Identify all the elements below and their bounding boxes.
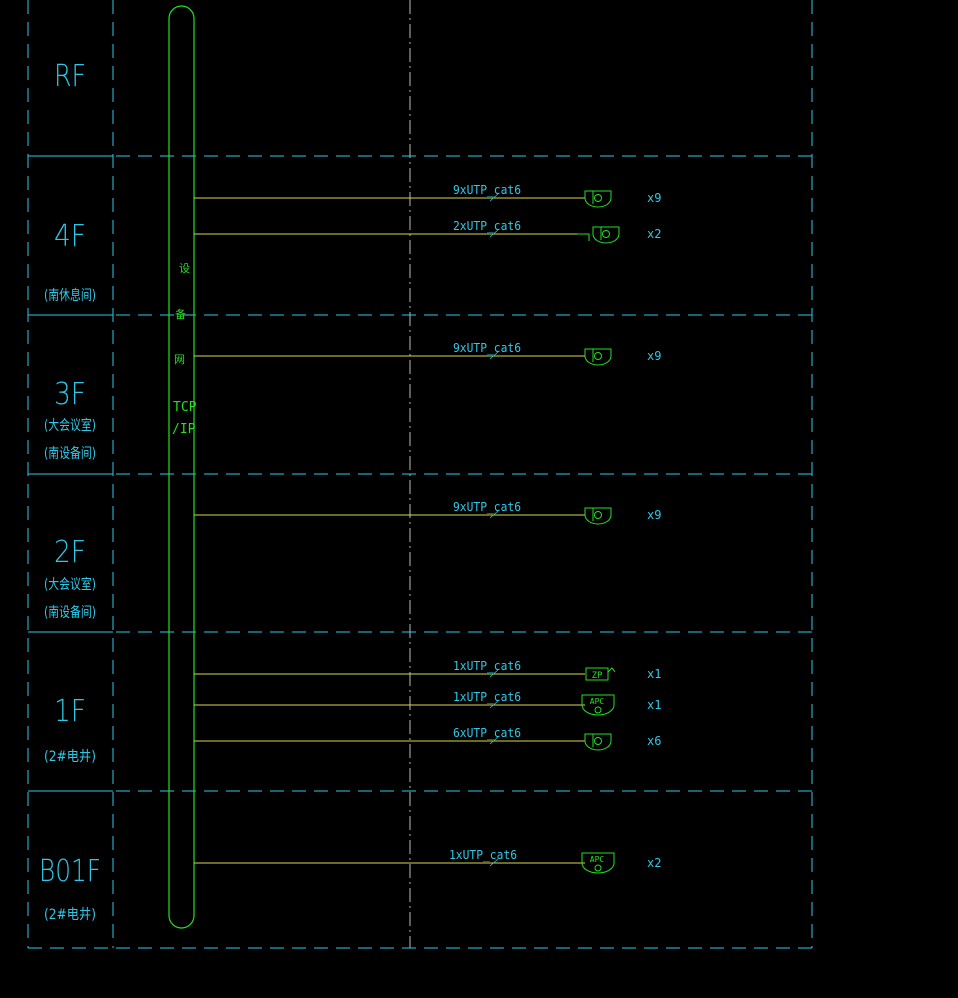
cable-leader xyxy=(489,229,499,238)
cable-link: 9xUTP_cat6 x9 xyxy=(194,341,661,366)
apc-camera-icon: APC xyxy=(581,852,615,874)
backbone-char-3: 网 xyxy=(174,353,185,366)
floor-location-label: (大会议室) xyxy=(44,417,96,434)
cable-leader xyxy=(489,736,499,745)
cable-link: 9xUTP_cat6 x9 xyxy=(194,183,661,208)
cable-spec-label: 1xUTP_cat6 xyxy=(449,848,517,862)
device-count: x1 xyxy=(647,667,661,681)
camera-icon xyxy=(584,507,612,525)
floor-name: B01F xyxy=(39,854,101,889)
zp-icon-text: ZP xyxy=(592,671,603,681)
floor-name: 1F xyxy=(54,694,86,729)
device-count: x2 xyxy=(647,227,661,241)
floor-name: 2F xyxy=(54,535,86,570)
backbone-bus: 设 备 网 TCP /IP xyxy=(168,5,197,929)
floor-name: RF xyxy=(54,59,86,94)
floor-3f: 3F (大会议室) (南设备间) xyxy=(28,314,812,462)
cable-links: 9xUTP_cat6x92xUTP_cat6x29xUTP_cat6x99xUT… xyxy=(194,183,661,874)
floor-location-label: (2#电井) xyxy=(44,907,96,923)
apc-icon-text: APC xyxy=(590,855,605,864)
cable-spec-label: 1xUTP_cat6 xyxy=(453,690,521,704)
backbone-protocol-1: TCP xyxy=(173,400,197,415)
camera-icon xyxy=(584,348,612,366)
cable-link: 6xUTP_cat6 x6 xyxy=(194,726,661,751)
cable-leader xyxy=(489,351,499,360)
cable-leader xyxy=(489,700,499,709)
cable-leader xyxy=(489,858,499,867)
floor-location-label: (南设备间) xyxy=(44,445,96,462)
backbone-char-1: 设 xyxy=(179,262,190,275)
backbone-protocol-2: /IP xyxy=(172,422,196,437)
zp-box-icon: ZP xyxy=(585,667,616,681)
apc-icon-text: APC xyxy=(590,697,605,706)
cable-leader xyxy=(489,510,499,519)
floor-name: 3F xyxy=(54,377,86,412)
cable-link: 9xUTP_cat6 x9 xyxy=(194,500,661,525)
device-count: x9 xyxy=(647,508,661,522)
cable-spec-label: 9xUTP_cat6 xyxy=(453,500,521,514)
camera-icon xyxy=(584,733,612,751)
floor-location-label: (南设备间) xyxy=(44,604,96,621)
device-count: x9 xyxy=(647,191,661,205)
camera-bracket-icon xyxy=(577,226,620,244)
floor-rf: RF xyxy=(54,59,86,94)
cable-leader xyxy=(489,669,499,678)
cable-spec-label: 2xUTP_cat6 xyxy=(453,219,521,233)
backbone-char-2: 备 xyxy=(175,307,186,321)
floor-4f: 4F (南休息间) xyxy=(28,155,812,304)
floor-bands: RF 4F (南休息间) 3F (大会议室) (南设备间) 2F (大会议室) (南设备间) 1F… xyxy=(28,59,812,923)
floor-location-label: (南休息间) xyxy=(44,287,96,304)
cable-leader xyxy=(489,193,499,202)
device-count: x1 xyxy=(647,698,661,712)
cable-spec-label: 9xUTP_cat6 xyxy=(453,183,521,197)
device-count: x6 xyxy=(647,734,661,748)
floor-2f: 2F (大会议室) (南设备间) xyxy=(28,473,812,621)
camera-icon xyxy=(584,190,612,208)
cable-spec-label: 1xUTP_cat6 xyxy=(453,659,521,673)
cable-spec-label: 6xUTP_cat6 xyxy=(453,726,521,740)
device-count: x2 xyxy=(647,856,661,870)
cable-spec-label: 9xUTP_cat6 xyxy=(453,341,521,355)
floor-b01f: B01F (2#电井) xyxy=(28,790,812,923)
floor-name: 4F xyxy=(54,219,86,254)
floor-location-label: (大会议室) xyxy=(44,576,96,593)
apc-camera-icon: APC xyxy=(581,694,615,716)
cable-link: 2xUTP_cat6 x2 xyxy=(194,219,661,244)
floor-location-label: (2#电井) xyxy=(44,749,96,765)
device-count: x9 xyxy=(647,349,661,363)
floor-1f: 1F (2#电井) xyxy=(28,631,812,765)
